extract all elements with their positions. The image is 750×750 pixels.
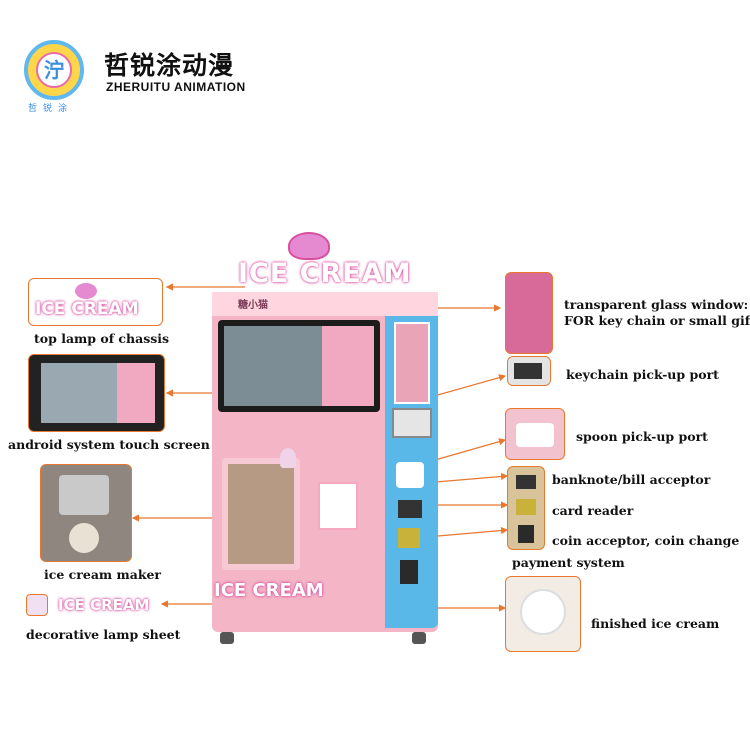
thumb-glass-window	[505, 272, 553, 354]
label-bill-acceptor: banknote/bill acceptor	[552, 472, 711, 487]
label-card-reader: card reader	[552, 503, 634, 518]
maker-window	[222, 458, 300, 570]
label-keychain-port: keychain pick-up port	[566, 367, 719, 382]
sign-ice-cream-scoop-icon	[288, 232, 330, 260]
coin-acceptor	[400, 560, 418, 584]
label-glass-window-2: FOR key chain or small gift	[564, 313, 750, 328]
touch-screen	[218, 320, 380, 412]
brand-name-cn: 哲锐涂动漫	[104, 51, 235, 80]
thumb-payment	[507, 466, 545, 550]
thumb-touch-screen	[28, 354, 165, 432]
wheel-right	[412, 632, 426, 644]
label-payment: payment system	[512, 555, 625, 570]
cone-lamp-icon	[280, 448, 296, 468]
label-lamp-sheet: decorative lamp sheet	[26, 627, 181, 642]
machine-header-brand: 糖小猫	[238, 300, 268, 311]
brand-name-en: ZHERUITU ANIMATION	[106, 80, 246, 94]
cone-icon	[75, 283, 97, 299]
bill-acceptor	[398, 500, 422, 518]
thumb-lamp-sheet: ICE CREAM	[26, 592, 160, 620]
label-top-lamp: top lamp of chassis	[34, 331, 170, 346]
product-window	[318, 482, 358, 530]
machine-header	[212, 292, 438, 316]
thumb-finished-ice-cream	[505, 576, 581, 652]
bottom-neon-sign: ICE CREAM	[214, 580, 324, 601]
label-glass-window-1: transparent glass window:	[564, 297, 749, 312]
thumb-keychain-port	[507, 356, 551, 386]
glass-window	[394, 322, 430, 404]
cone-icon	[26, 594, 48, 616]
keychain-port	[392, 408, 432, 438]
wheel-left	[220, 632, 234, 644]
label-finished-ice-cream: finished ice cream	[591, 616, 720, 631]
top-neon-sign: ICE CREAM	[238, 258, 412, 289]
card-reader	[398, 528, 420, 548]
thumb-maker	[40, 464, 132, 562]
label-spoon-port: spoon pick-up port	[576, 429, 708, 444]
thumb-lamp-sheet-text: ICE CREAM	[58, 596, 150, 614]
spoon-port	[396, 462, 424, 488]
thumb-top-lamp-text: ICE CREAM	[35, 299, 139, 319]
thumb-spoon-port	[505, 408, 565, 460]
logo-subtext: 哲锐涂	[28, 104, 74, 114]
thumb-top-lamp: ICE CREAM	[28, 278, 163, 326]
label-coin-acceptor: coin acceptor, coin change	[552, 533, 740, 548]
logo-glyph: 泞	[36, 52, 72, 88]
label-touch-screen: android system touch screen	[8, 437, 210, 452]
label-maker: ice cream maker	[44, 567, 162, 582]
brand-logo: 泞	[24, 40, 84, 100]
